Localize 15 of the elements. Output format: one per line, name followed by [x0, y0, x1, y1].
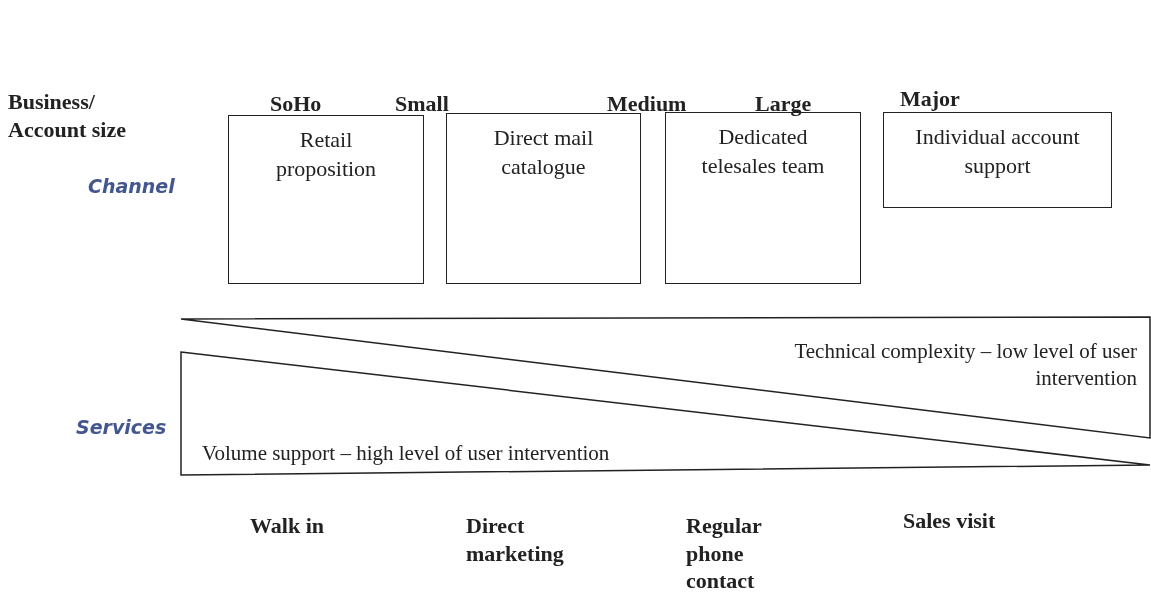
column-heading: Small [395, 91, 449, 116]
wedge-text: Technical complexity – low level of user intervention [793, 338, 1137, 393]
wedge-text: Volume support – high level of user intervention [202, 439, 611, 467]
row-heading: Channel [88, 175, 175, 197]
axis-title: Business/ Account size [8, 89, 126, 142]
channel-box: Individual account support [883, 112, 1112, 208]
column-heading: Major [900, 86, 960, 111]
service-label: Direct marketing [466, 513, 564, 566]
service-label: Walk in [250, 513, 324, 538]
row-heading: Services [76, 416, 167, 438]
channel-box: Direct mail catalogue [446, 113, 641, 284]
service-label: Regular phone contact [686, 513, 762, 593]
column-heading: SoHo [270, 91, 322, 116]
service-label: Sales visit [903, 508, 996, 533]
channel-box: Retail proposition [228, 115, 424, 284]
